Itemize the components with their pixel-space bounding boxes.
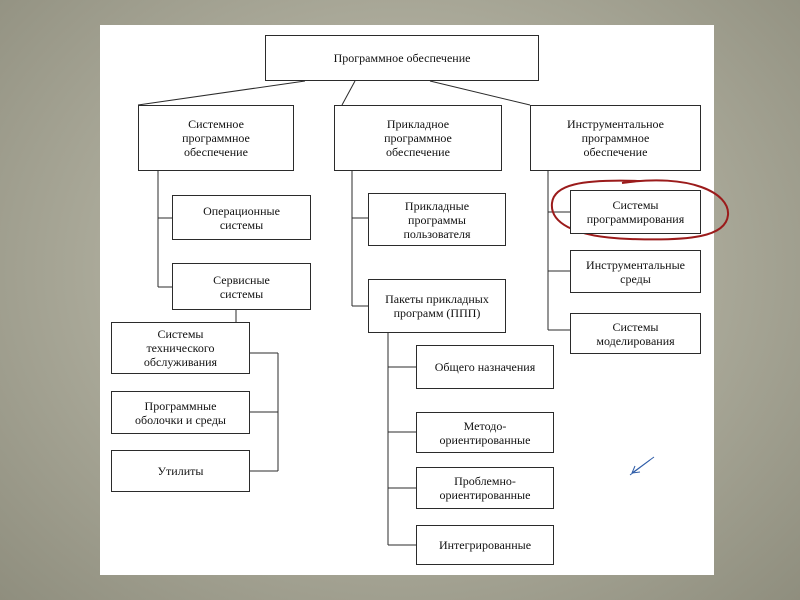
connector-lines [137,80,730,546]
node-instrumental-environments: Инструментальные среды [570,250,701,293]
node-utilities: Утилиты [111,450,250,492]
node-integrated: Интегрированные [416,525,554,565]
category-instrumental: Инструментальное программное обеспечение [530,105,701,171]
node-programming-systems: Системы программирования [570,190,701,234]
node-operating-systems: Операционные системы [172,195,311,240]
arrow-icon [629,456,655,476]
category-applied: Прикладное программное обеспечение [334,105,502,171]
node-problem-oriented: Проблемно- ориентированные [416,467,554,509]
node-modeling-systems: Системы моделирования [570,313,701,354]
node-method-oriented: Методо- ориентированные [416,412,554,453]
highlight-ellipse [550,179,730,241]
category-system: Системное программное обеспечение [138,105,294,171]
slide: Программное обеспечение Системное програ… [100,25,730,575]
node-maintenance-systems: Системы технического обслуживания [111,322,250,374]
node-shells-environments: Программные оболочки и среды [111,391,250,434]
node-service-systems: Сервисные системы [172,263,311,310]
node-general-purpose: Общего назначения [416,345,554,389]
node-user-programs: Прикладные программы пользователя [368,193,506,246]
root-node: Программное обеспечение [265,35,539,81]
node-application-packages: Пакеты прикладных программ (ППП) [368,279,506,333]
